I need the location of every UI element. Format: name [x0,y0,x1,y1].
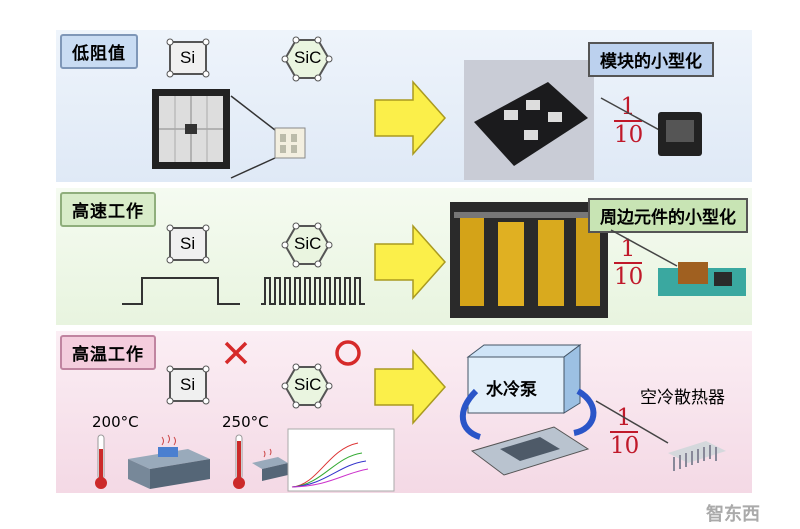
cold-plate-image [470,426,590,476]
si-label: Si [180,48,196,67]
cross-mark-icon [224,341,248,365]
power-module-image [464,60,594,180]
tag-high-speed: 高速工作 [60,192,156,227]
right-arrow-icon [374,80,447,156]
si-temperature: 200°C [92,413,139,431]
water-hose-icon [459,388,597,440]
right-arrow-icon [374,224,447,300]
thermometer-icon [233,434,245,489]
pointer-line [595,400,669,444]
sic-chip-icon [281,363,333,409]
fraction-one-tenth: 1 10 [610,405,639,459]
right-arrow-icon [374,349,447,425]
circle-mark-icon [335,340,361,366]
sic-chip-icon [281,36,333,82]
panel-low-resistance: 低阻值 Si SiC 模块的小型化 1 10 [56,30,752,182]
si-die-icon [152,89,230,169]
si-label: Si [180,234,196,253]
si-chip-icon [166,224,210,264]
fraction-one-tenth: 1 10 [614,94,644,148]
panel-high-temperature: 高温工作 Si SiC 200°C 250°C [56,331,752,493]
sic-label: SiC [294,375,322,394]
characteristic-curves-chart [287,428,395,492]
title-module-miniaturization: 模块的小型化 [588,42,714,77]
inductor-coils-image [450,202,608,318]
pointer-line [600,97,664,133]
small-board-image [658,262,746,296]
title-peripheral-miniaturization: 周边元件的小型化 [588,198,748,233]
watermark: 智东西 [706,504,760,525]
si-label: Si [180,375,196,394]
si-chip-icon [166,38,210,78]
sic-pulse-waveform [261,277,365,305]
tag-high-temperature: 高温工作 [60,335,156,370]
sic-label: SiC [294,48,322,67]
fraction-one-tenth: 1 10 [614,236,644,290]
air-heatsink-image [668,441,726,471]
heatsink-si-image [128,434,210,489]
sic-chip-icon [281,222,333,268]
panel-high-speed: 高速工作 Si SiC 周边元件的小型化 1 10 [56,188,752,325]
si-pulse-waveform [122,277,240,305]
small-module-image [658,112,702,156]
pointer-line [610,229,678,267]
sic-label: SiC [294,234,322,253]
water-pump-label: 水冷泵 [486,380,537,399]
thermometer-icon [95,434,107,489]
air-cooler-label: 空冷散热器 [640,388,725,407]
small-heatsink-image [252,448,288,481]
tag-low-resistance: 低阻值 [60,34,138,69]
sic-temperature: 250°C [222,413,269,431]
sic-die-icon [230,95,306,179]
water-pump-box [466,344,582,414]
si-chip-icon [166,365,210,405]
